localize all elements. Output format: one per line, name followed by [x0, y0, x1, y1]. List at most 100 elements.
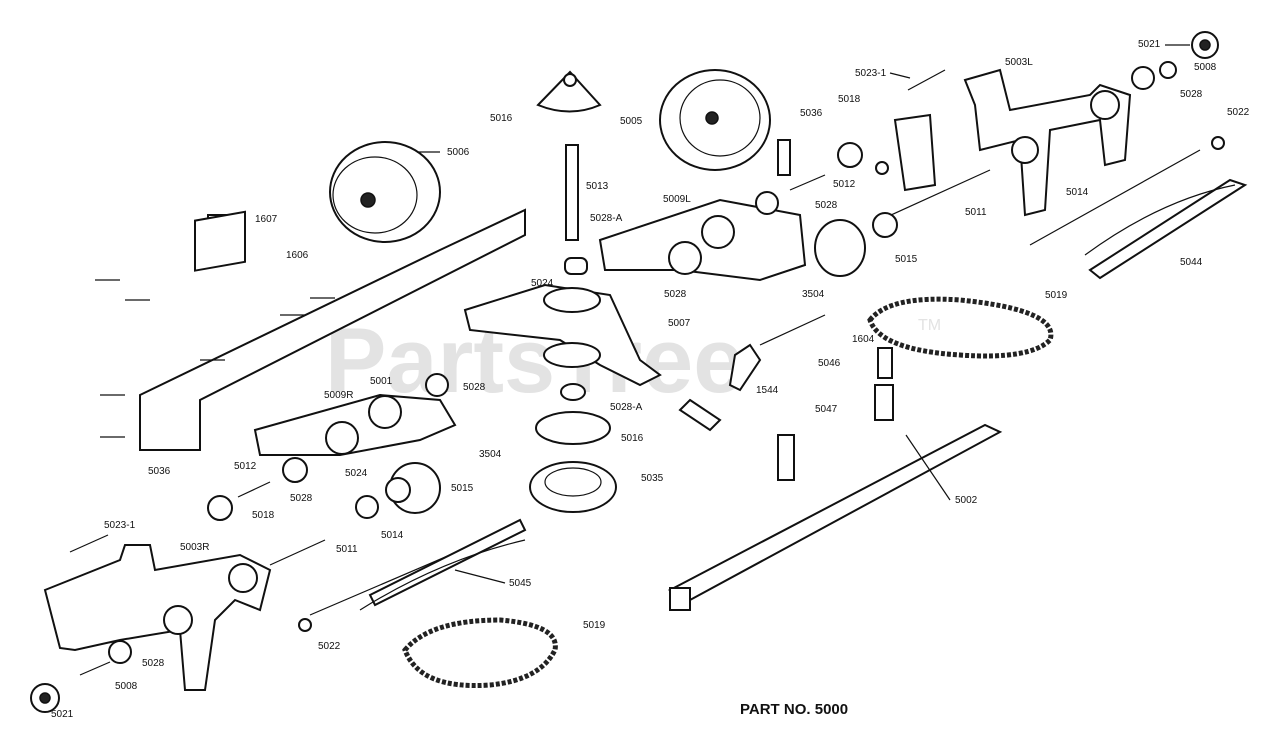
label-5028-c: 5028	[664, 289, 687, 300]
wheel-5006	[329, 141, 441, 243]
washer-5028-lower	[282, 457, 308, 483]
frame-5009R-hub2	[325, 421, 359, 455]
label-5028-b: 5028	[815, 200, 838, 211]
frame-arm-5003L	[963, 68, 1132, 217]
label-3504: 3504	[802, 289, 825, 300]
label-5007: 5007	[668, 318, 691, 329]
plate-5044	[1088, 178, 1248, 280]
frame-5009L-hub1	[701, 215, 735, 249]
spring-5046	[877, 347, 893, 379]
plate-1606	[194, 210, 246, 272]
pin-5008-bottom	[79, 661, 111, 676]
belt-5045	[359, 539, 526, 611]
shaft-5012-bottom	[237, 481, 271, 498]
label-3504-b: 3504	[479, 449, 502, 460]
gear-5018-top	[837, 142, 863, 168]
label-5022-b: 5022	[318, 641, 341, 652]
shaft-5013	[565, 144, 579, 241]
label-5036: 5036	[800, 108, 823, 119]
label-5006: 5006	[447, 147, 470, 158]
frame-arm-5003R	[43, 544, 272, 691]
pulley-5035-groove	[544, 467, 602, 497]
nut-top	[875, 161, 889, 175]
label-5003L: 5003L	[1005, 57, 1033, 68]
shaft-5011-top	[879, 169, 991, 221]
spacer-5024-top	[564, 257, 588, 275]
label-5036-b: 5036	[148, 466, 171, 477]
wheel-5005-rim	[679, 79, 761, 157]
label-5028-A: 5028-A	[590, 213, 623, 224]
label-5019: 5019	[1045, 290, 1068, 301]
label-5028-f: 5028	[142, 658, 165, 669]
label-5024: 5024	[531, 278, 554, 289]
label-5008: 5008	[1194, 62, 1217, 73]
label-5035: 5035	[641, 473, 664, 484]
rod-5014-top	[1029, 149, 1201, 246]
label-5014: 5014	[1066, 187, 1089, 198]
crossbar-5002	[667, 423, 1003, 602]
label-1606: 1606	[286, 250, 309, 261]
leader-5002	[905, 434, 951, 501]
label-5012-b: 5012	[234, 461, 257, 472]
label-5045: 5045	[509, 578, 532, 589]
label-5014-b: 5014	[381, 530, 404, 541]
label-5012: 5012	[833, 179, 856, 190]
label-5015-b: 5015	[451, 483, 474, 494]
label-5013: 5013	[586, 181, 609, 192]
washer-5028-mid	[425, 373, 449, 397]
ring-5007-bottom	[543, 342, 601, 368]
label-5018-b: 5018	[252, 510, 275, 521]
spring-5047-right	[874, 384, 894, 421]
washer-5028-bottom-mid	[355, 495, 379, 519]
spacer-5028-A	[560, 383, 586, 401]
spring-5047	[777, 434, 795, 481]
gear-5018-bottom	[207, 495, 233, 521]
washer-5022-bottom	[298, 618, 312, 632]
label-5023-1-b: 5023-1	[104, 520, 136, 531]
label-5002: 5002	[955, 495, 978, 506]
bolt-5023-1-bottom	[69, 534, 109, 553]
label-5028-A-b: 5028-A	[610, 402, 643, 413]
label-5016: 5016	[490, 113, 513, 124]
disc-5015-top	[814, 219, 866, 277]
label-1607: 1607	[255, 214, 278, 225]
label-5016-b: 5016	[621, 433, 644, 444]
washer-5022-top	[1211, 136, 1225, 150]
leader-5045	[454, 569, 506, 584]
label-5021-b: 5021	[51, 709, 74, 720]
wheel-5006-hub	[360, 192, 376, 208]
bearing-5021-top-hole	[1199, 39, 1211, 51]
label-5023-1: 5023-1	[855, 68, 887, 79]
label-5011-b: 5011	[336, 544, 358, 555]
arm-5003R-hub2	[163, 605, 193, 635]
label-5047: 5047	[815, 404, 838, 415]
drawing-shapes	[30, 31, 1248, 713]
rod-1604	[759, 314, 826, 346]
pin-5008-top	[1159, 61, 1177, 79]
shaft-5012-top	[789, 174, 826, 191]
chain-5019-top	[867, 296, 1054, 359]
label-1544: 1544	[756, 385, 779, 396]
label-5015: 5015	[895, 254, 918, 265]
bracket-upper	[893, 113, 937, 192]
label-5024-b: 5024	[345, 468, 368, 479]
shaft-5011-bottom	[269, 539, 326, 566]
link-1544	[678, 398, 722, 432]
arm-5003L-hub	[1090, 90, 1120, 120]
label-5028-e: 5028	[290, 493, 313, 504]
label-5046: 5046	[818, 358, 841, 369]
part-number-label: PART NO. 5000	[740, 701, 848, 718]
leader-lines	[417, 44, 1190, 584]
wheel-5005-hub	[705, 111, 719, 125]
label-5001: 5001	[370, 376, 393, 387]
frame-5009L	[598, 198, 807, 282]
arm-5003L-hub2	[1011, 136, 1039, 164]
label-5009L: 5009L	[663, 194, 691, 205]
label-5005: 5005	[620, 116, 643, 127]
frame-5009L-hub2	[668, 241, 702, 275]
belt-5044	[1084, 184, 1236, 256]
wheel-5006-rim	[332, 156, 418, 234]
pulley-5015-bottom	[385, 477, 411, 503]
